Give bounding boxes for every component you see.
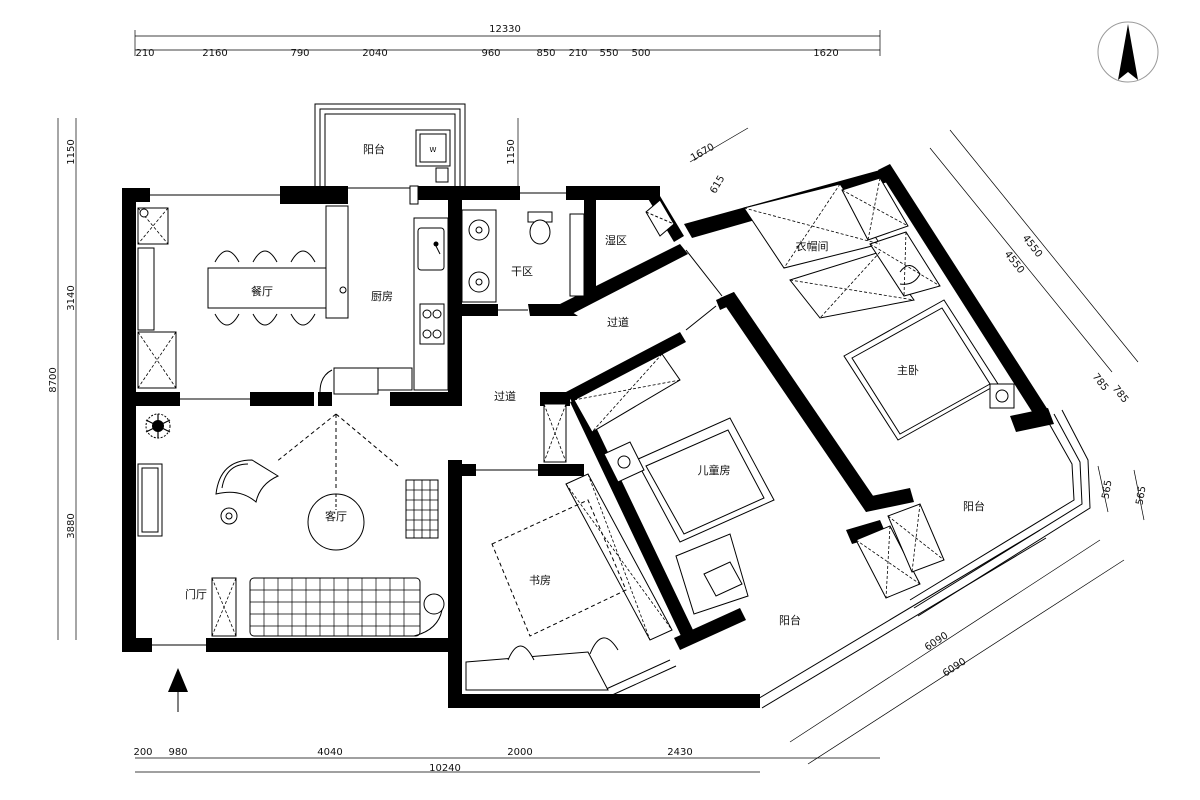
lounge-chair <box>215 459 280 525</box>
balcony-railings <box>603 409 1091 709</box>
top-dim: 2040 <box>362 48 387 59</box>
left-dim: 3140 <box>66 285 77 310</box>
top-dim: 550 <box>599 48 618 59</box>
top-dim: 790 <box>290 48 309 59</box>
kids-storage <box>543 353 681 463</box>
dining-cabinet <box>137 207 177 389</box>
right-tiny-dim: 565 <box>1100 479 1114 500</box>
balcony-cabinet <box>855 503 945 599</box>
shower-icon <box>645 199 675 237</box>
room-label-wet-area: 湿区 <box>605 234 627 247</box>
kids-bed <box>635 417 775 543</box>
top-total-dim: 12330 <box>489 24 521 35</box>
tv-cabinet-inner <box>141 467 159 533</box>
toilet-icon <box>527 211 553 245</box>
bottom-diag-dim: 6090 <box>923 630 950 653</box>
wardrobe-crosses <box>743 177 941 319</box>
bottom-dim: 2000 <box>507 747 532 758</box>
right-long-dim: 4550 <box>1020 233 1044 260</box>
top-dim: 210 <box>135 48 154 59</box>
plant-icon <box>145 413 171 439</box>
top-dimension-lines <box>134 30 881 56</box>
north-arrow-icon <box>1097 21 1159 83</box>
bottom-dim: 980 <box>168 747 187 758</box>
entrance-arrow-icon <box>168 668 188 712</box>
top-dim: 2160 <box>202 48 227 59</box>
sofa <box>249 577 421 637</box>
side-table <box>423 593 445 615</box>
right-small-dim: 785 <box>1110 384 1130 406</box>
diag-top-dim: 1670 <box>689 142 717 164</box>
room-label-balcony-right: 阳台 <box>963 499 985 513</box>
room-label-dry-area: 干区 <box>511 265 533 278</box>
left-dim: 1150 <box>66 139 77 164</box>
kitchen-counter <box>413 217 449 391</box>
rug-grid <box>405 479 439 539</box>
room-label-corridor-2: 过道 <box>494 389 516 403</box>
balcony-depth-dim: 1150 <box>506 139 517 164</box>
bottom-diag-dim: 6090 <box>941 656 968 679</box>
top-dim: 1620 <box>813 48 838 59</box>
tv-projection-lines <box>275 413 399 490</box>
nightstand <box>989 383 1015 409</box>
right-tiny-dim: 565 <box>1134 485 1148 506</box>
washing-machine-icon: W <box>409 129 451 205</box>
study-desk <box>465 499 627 691</box>
left-dimension-lines <box>57 118 77 640</box>
study-shelf <box>565 473 673 641</box>
room-label-kids-room: 儿童房 <box>698 463 731 477</box>
shoe-cabinet <box>211 577 237 637</box>
right-small-dim: 785 <box>1090 372 1110 394</box>
bottom-dimension-lines <box>135 757 880 773</box>
bottom-dim: 2430 <box>667 747 692 758</box>
room-label-kitchen: 厨房 <box>371 290 393 303</box>
dining-chair <box>214 250 316 326</box>
room-label-corridor-1: 过道 <box>607 315 629 329</box>
room-label-foyer: 门厅 <box>185 587 207 601</box>
right-long-dim: 4550 <box>1002 249 1026 276</box>
top-dim: 210 <box>568 48 587 59</box>
top-dim: 960 <box>481 48 500 59</box>
master-bed <box>843 299 999 441</box>
room-label-study: 书房 <box>529 574 551 587</box>
top-dim: 850 <box>536 48 555 59</box>
bottom-dim: 200 <box>133 747 152 758</box>
bottom-dim: 4040 <box>317 747 342 758</box>
room-label-dining: 餐厅 <box>251 284 273 298</box>
bottom-total-dim: 10240 <box>429 763 461 774</box>
room-label-master-bedroom: 主卧 <box>897 364 919 377</box>
room-label-balcony-top: 阳台 <box>363 142 385 156</box>
top-dim: 500 <box>631 48 650 59</box>
room-label-living-room: 客厅 <box>325 509 347 523</box>
left-dim: 3880 <box>66 513 77 538</box>
diag-small-dim: 615 <box>708 174 727 196</box>
room-label-balcony-bottom: 阳台 <box>779 613 801 627</box>
room-label-cloakroom: 衣帽间 <box>796 239 829 253</box>
left-total-dim: 8700 <box>48 367 59 392</box>
svg-text:W: W <box>430 146 437 154</box>
kids-nightstand <box>603 441 645 483</box>
coffee-table <box>307 493 365 551</box>
kids-desk <box>675 533 749 615</box>
wash-basins <box>461 209 497 303</box>
